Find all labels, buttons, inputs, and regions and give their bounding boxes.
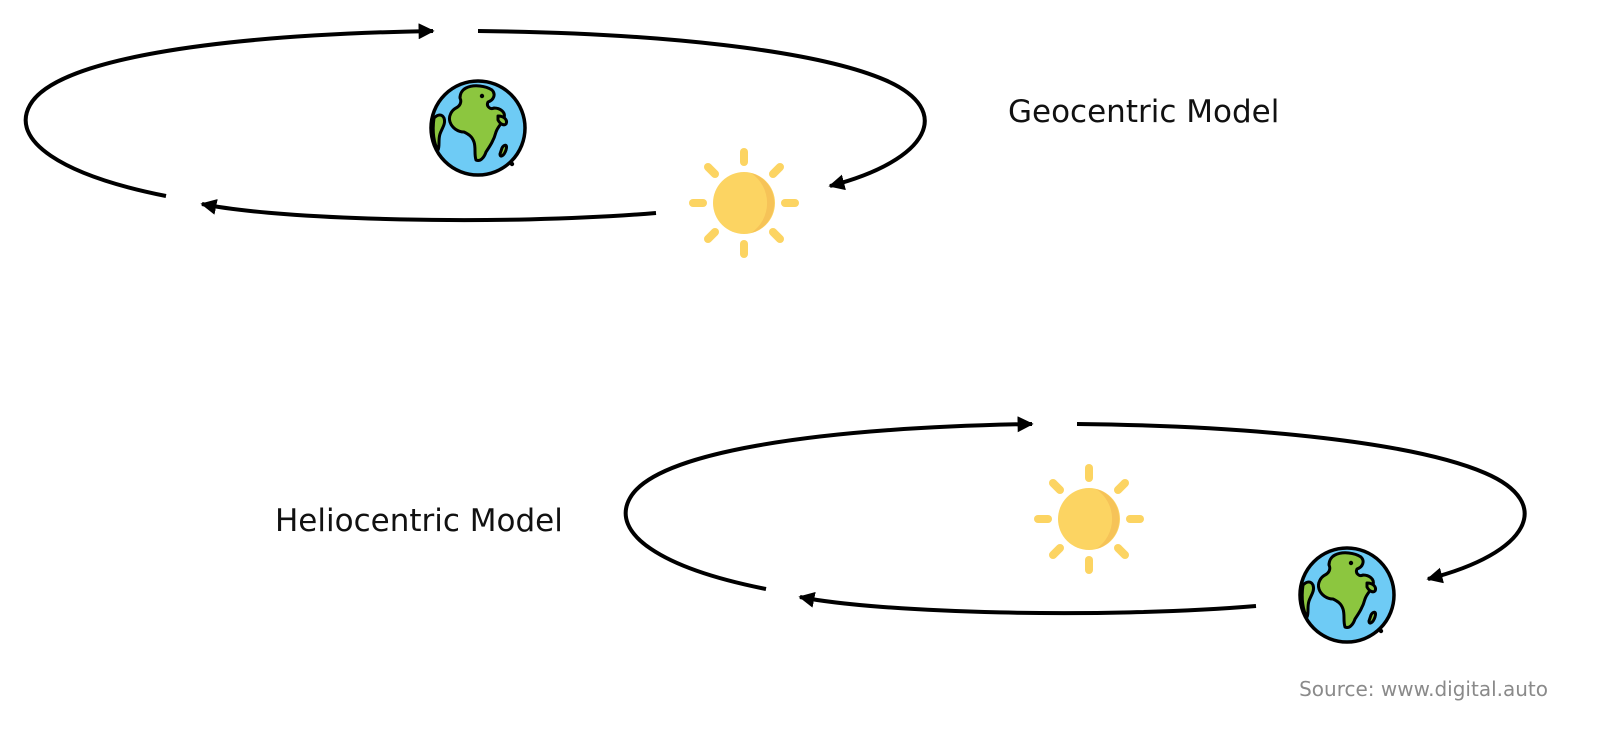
geocentric-model: Geocentric Model: [23, 23, 1279, 254]
heliocentric-orbit-right: [798, 591, 1257, 616]
heliocentric-orbit-top: [1076, 422, 1527, 584]
geocentric-orbit-right: [200, 199, 657, 223]
heliocentric-title: Heliocentric Model: [275, 503, 563, 539]
earth-icon: [429, 79, 527, 177]
geocentric-orbit-left: [23, 23, 435, 198]
heliocentric-orbit-left: [623, 416, 1034, 591]
sun-icon: [1038, 468, 1140, 570]
sun-icon: [693, 152, 795, 254]
earth-icon: [1298, 546, 1396, 644]
geocentric-orbit-top: [477, 29, 927, 191]
heliocentric-model: Heliocentric Model: [275, 416, 1527, 644]
geocentric-title: Geocentric Model: [1008, 94, 1279, 130]
source-credit: Source: www.digital.auto: [1299, 677, 1548, 701]
